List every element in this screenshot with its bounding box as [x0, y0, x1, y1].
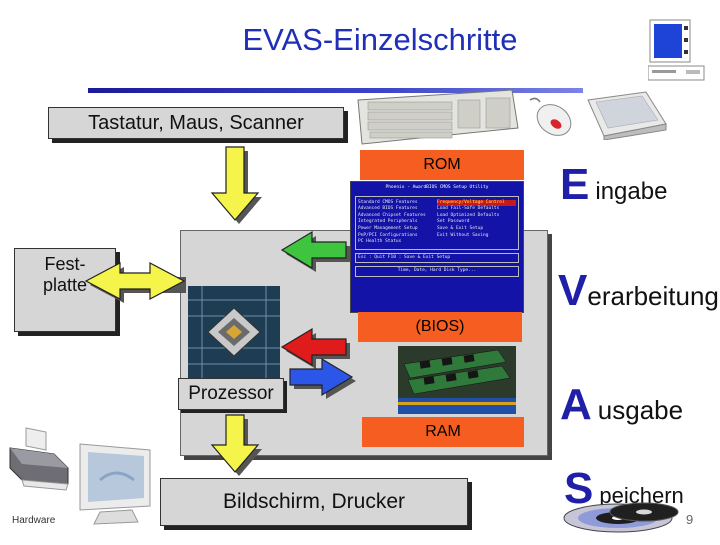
- evas-verarbeitung: V erarbeitung: [558, 266, 719, 316]
- bios-item: Save & Exit Setup: [437, 225, 484, 231]
- evas-word-verarbeitung: erarbeitung: [587, 281, 719, 311]
- hard-disk-label: Fest- platte: [42, 254, 88, 295]
- evas-letter-s: S: [564, 464, 594, 513]
- ram-label: RAM: [362, 417, 524, 447]
- evas-word-ausgabe: usgabe: [597, 395, 684, 425]
- input-devices-label: Tastatur, Maus, Scanner: [88, 111, 304, 134]
- evas-word-eingabe: ingabe: [595, 178, 668, 205]
- bios-item: Advanced Chipset Features: [358, 212, 426, 218]
- cd-disc-icon: [560, 498, 684, 536]
- rom-label: ROM: [360, 150, 524, 180]
- bios-menu-left: Standard CMOS Features Advanced BIOS Fea…: [358, 200, 437, 246]
- bios-menu-right: Frequency/Voltage Control Load Fail-Safe…: [437, 199, 516, 246]
- bios-item: Set Password: [437, 219, 470, 225]
- evas-ausgabe: A usgabe: [560, 380, 683, 430]
- footer-left: Hardware: [12, 515, 56, 526]
- scanner-icon: [584, 90, 668, 141]
- bios-item: Power Management Setup: [358, 225, 418, 231]
- bios-header: Phoenix - AwardBIOS CMOS Setup Utility: [385, 185, 489, 190]
- bios-label: (BIOS): [358, 312, 522, 342]
- bios-footer-desc: Time, Date, Hard Disk Type...: [355, 266, 519, 277]
- cpu-chip-image: [188, 286, 280, 378]
- keyboard-icon: [352, 86, 520, 148]
- input-devices-box: Tastatur, Maus, Scanner: [48, 107, 344, 139]
- evas-eingabe: E ingabe: [560, 160, 667, 210]
- bios-item: Load Optimized Defaults: [437, 212, 500, 218]
- input-arrow-icon: [210, 146, 260, 221]
- title-rule: [88, 88, 583, 93]
- bios-footer-keys: Esc : Quit F10 : Save & Exit Setup: [355, 252, 519, 264]
- bios-menu: Standard CMOS Features Advanced BIOS Fea…: [355, 195, 519, 250]
- slide-title: EVAS-Einzelschritte: [242, 22, 518, 57]
- bios-item: Standard CMOS Features: [358, 199, 418, 205]
- processor-box: Prozessor: [178, 378, 284, 410]
- bios-item: Load Fail-Safe Defaults: [437, 206, 500, 212]
- bios-item: PnP/PCI Configurations: [358, 232, 418, 238]
- output-devices-box: Bildschirm, Drucker: [160, 478, 468, 526]
- output-devices-label: Bildschirm, Drucker: [222, 490, 406, 513]
- bios-item: Frequency/Voltage Control: [437, 199, 516, 207]
- bios-item: Advanced BIOS Features: [358, 206, 418, 212]
- evas-letter-a: A: [560, 380, 592, 429]
- bios-item: Integrated Peripherals: [358, 219, 418, 225]
- evas-letter-v: V: [558, 266, 588, 315]
- processor-label: Prozessor: [188, 383, 274, 404]
- evas-letter-e: E: [560, 160, 590, 209]
- mouse-icon: [526, 94, 576, 144]
- printer-icon: [4, 424, 74, 494]
- bios-item: Exit Without Saving: [437, 232, 489, 238]
- hard-disk-box: Fest- platte: [14, 248, 116, 332]
- computer-logo-icon: [647, 18, 708, 84]
- bios-item: PC Health Status: [358, 239, 402, 245]
- bios-screen: Phoenix - AwardBIOS CMOS Setup Utility S…: [350, 181, 524, 313]
- ram-image: [398, 346, 516, 414]
- monitor-icon: [76, 440, 156, 526]
- page-number: 9: [686, 512, 694, 527]
